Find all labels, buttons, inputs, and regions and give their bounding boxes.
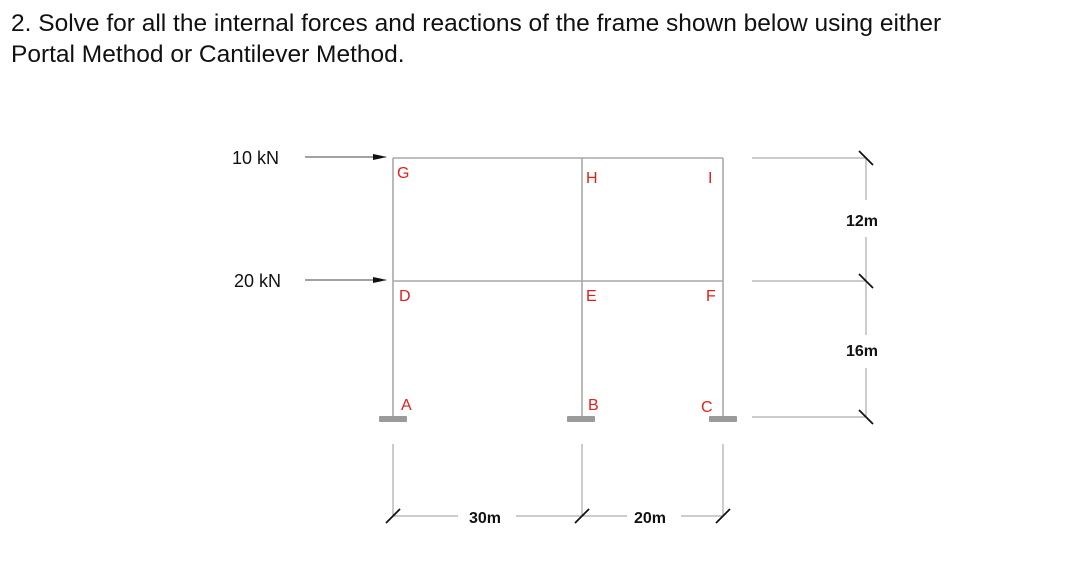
dimension-bottom-story: 16m: [846, 343, 878, 360]
node-label-C: C: [701, 399, 713, 416]
dimension-top-story: 12m: [846, 213, 878, 230]
load-label-20kN: 20 kN: [234, 271, 281, 291]
fixed-support-B-icon: [567, 416, 595, 422]
dimension-tick-icon: [385, 508, 401, 524]
node-label-A: A: [401, 397, 412, 414]
node-labels: G H I D E F A B C: [397, 165, 716, 416]
dimension-tick-icon: [715, 508, 731, 524]
dimension-tick-icon: [858, 150, 874, 166]
fixed-support-C-icon: [709, 416, 737, 422]
dimension-right-bay: 20m: [634, 510, 666, 527]
vertical-dimensions: [752, 150, 874, 425]
node-label-H: H: [586, 170, 598, 187]
node-label-I: I: [708, 170, 712, 187]
dimension-tick-icon: [574, 508, 590, 524]
question-line-1: 2. Solve for all the internal forces and…: [11, 10, 942, 37]
load-label-10kN: 10 kN: [232, 148, 279, 168]
loads: 10 kN 20 kN: [232, 148, 387, 291]
supports: [379, 416, 737, 422]
fixed-support-A-icon: [379, 416, 407, 422]
horizontal-dimensions: [385, 444, 731, 524]
node-label-B: B: [588, 397, 599, 414]
node-label-D: D: [399, 288, 411, 305]
dimension-tick-icon: [858, 409, 874, 425]
question-line-2: Portal Method or Cantilever Method.: [11, 41, 405, 68]
dimension-left-bay: 30m: [469, 510, 501, 527]
dimension-tick-icon: [858, 273, 874, 289]
node-label-E: E: [586, 288, 597, 305]
node-label-G: G: [397, 165, 409, 182]
node-label-F: F: [706, 288, 716, 305]
question-text: 2. Solve for all the internal forces and…: [11, 8, 941, 70]
frame-members: [392, 157, 724, 417]
